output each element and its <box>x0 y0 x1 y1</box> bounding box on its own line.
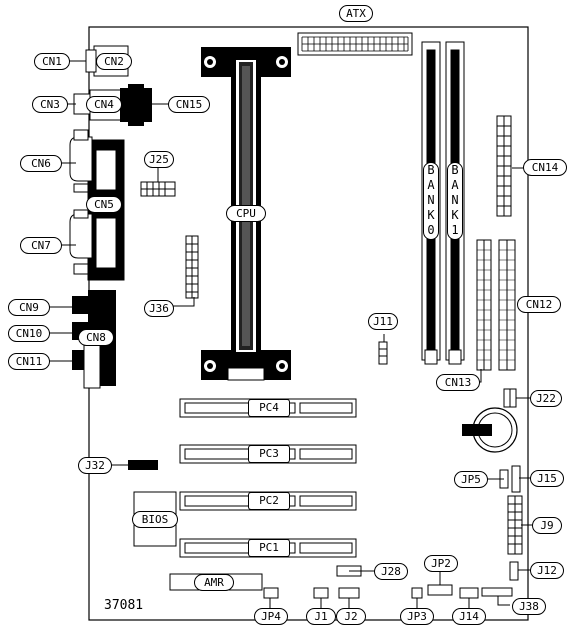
label-bank0: B A N K 0 <box>423 162 439 240</box>
label-amr: AMR <box>194 574 234 591</box>
bank0-letter: B <box>427 163 435 177</box>
label-cn13: CN13 <box>436 374 480 391</box>
label-j14: J14 <box>452 608 486 625</box>
label-cpu: CPU <box>226 205 266 222</box>
jp3-header <box>411 587 423 599</box>
j2-header <box>338 587 360 599</box>
bank1-letter: B <box>451 163 459 177</box>
bank0-letter: 0 <box>427 223 435 237</box>
label-cn7: CN7 <box>20 237 62 254</box>
jp2-header <box>427 584 453 596</box>
cn15-port <box>120 88 152 122</box>
jp4-header <box>263 587 279 599</box>
label-bank1: B A N K 1 <box>447 162 463 240</box>
label-cn6: CN6 <box>20 155 62 172</box>
bank0-letter: N <box>427 193 435 207</box>
label-cn2: CN2 <box>96 53 132 70</box>
label-j9: J9 <box>532 517 562 534</box>
label-j28: J28 <box>374 563 408 580</box>
atx-pins <box>301 36 409 52</box>
leader-lines <box>49 60 532 608</box>
label-cn15: CN15 <box>168 96 210 113</box>
bank1-letter: N <box>451 193 459 207</box>
bank1-letter: A <box>451 178 459 192</box>
bank0-letter: A <box>427 178 435 192</box>
label-pc1: PC1 <box>248 539 290 557</box>
label-j11: J11 <box>368 313 398 330</box>
label-jp5: JP5 <box>454 471 488 488</box>
label-cn3: CN3 <box>32 96 68 113</box>
battery <box>462 407 518 453</box>
label-j1: J1 <box>306 608 336 625</box>
label-j38: J38 <box>512 598 546 615</box>
label-j32: J32 <box>78 457 112 474</box>
label-board-id: 37081 <box>104 598 144 613</box>
pci-slots <box>179 398 357 558</box>
label-cn4: CN4 <box>86 96 122 113</box>
label-j22: J22 <box>530 390 562 407</box>
label-cn9: CN9 <box>8 299 50 316</box>
label-cn11: CN11 <box>8 353 50 370</box>
j14-header <box>459 587 479 599</box>
label-cn12: CN12 <box>517 296 561 313</box>
label-j2: J2 <box>336 608 366 625</box>
label-jp3: JP3 <box>400 608 434 625</box>
label-j25: J25 <box>144 151 174 168</box>
label-jp2: JP2 <box>424 555 458 572</box>
label-pc4: PC4 <box>248 399 290 417</box>
bank1-letter: K <box>451 208 459 222</box>
j12-header <box>509 561 519 581</box>
j15-header <box>511 465 521 493</box>
label-pc3: PC3 <box>248 445 290 463</box>
label-atx: ATX <box>339 5 373 22</box>
label-bios: BIOS <box>132 511 178 528</box>
label-j15: J15 <box>530 470 564 487</box>
bank0-letter: K <box>427 208 435 222</box>
label-j12: J12 <box>530 562 564 579</box>
label-cn8: CN8 <box>78 329 114 346</box>
label-cn10: CN10 <box>8 325 50 342</box>
j38-header <box>481 587 513 597</box>
j11-header <box>378 341 388 365</box>
label-cn5: CN5 <box>86 196 122 213</box>
label-cn14: CN14 <box>523 159 567 176</box>
label-pc2: PC2 <box>248 492 290 510</box>
label-cn1: CN1 <box>34 53 70 70</box>
j32-header <box>128 460 158 470</box>
bank1-letter: 1 <box>451 223 459 237</box>
label-jp4: JP4 <box>254 608 288 625</box>
label-j36: J36 <box>144 300 174 317</box>
j1-header <box>313 587 329 599</box>
